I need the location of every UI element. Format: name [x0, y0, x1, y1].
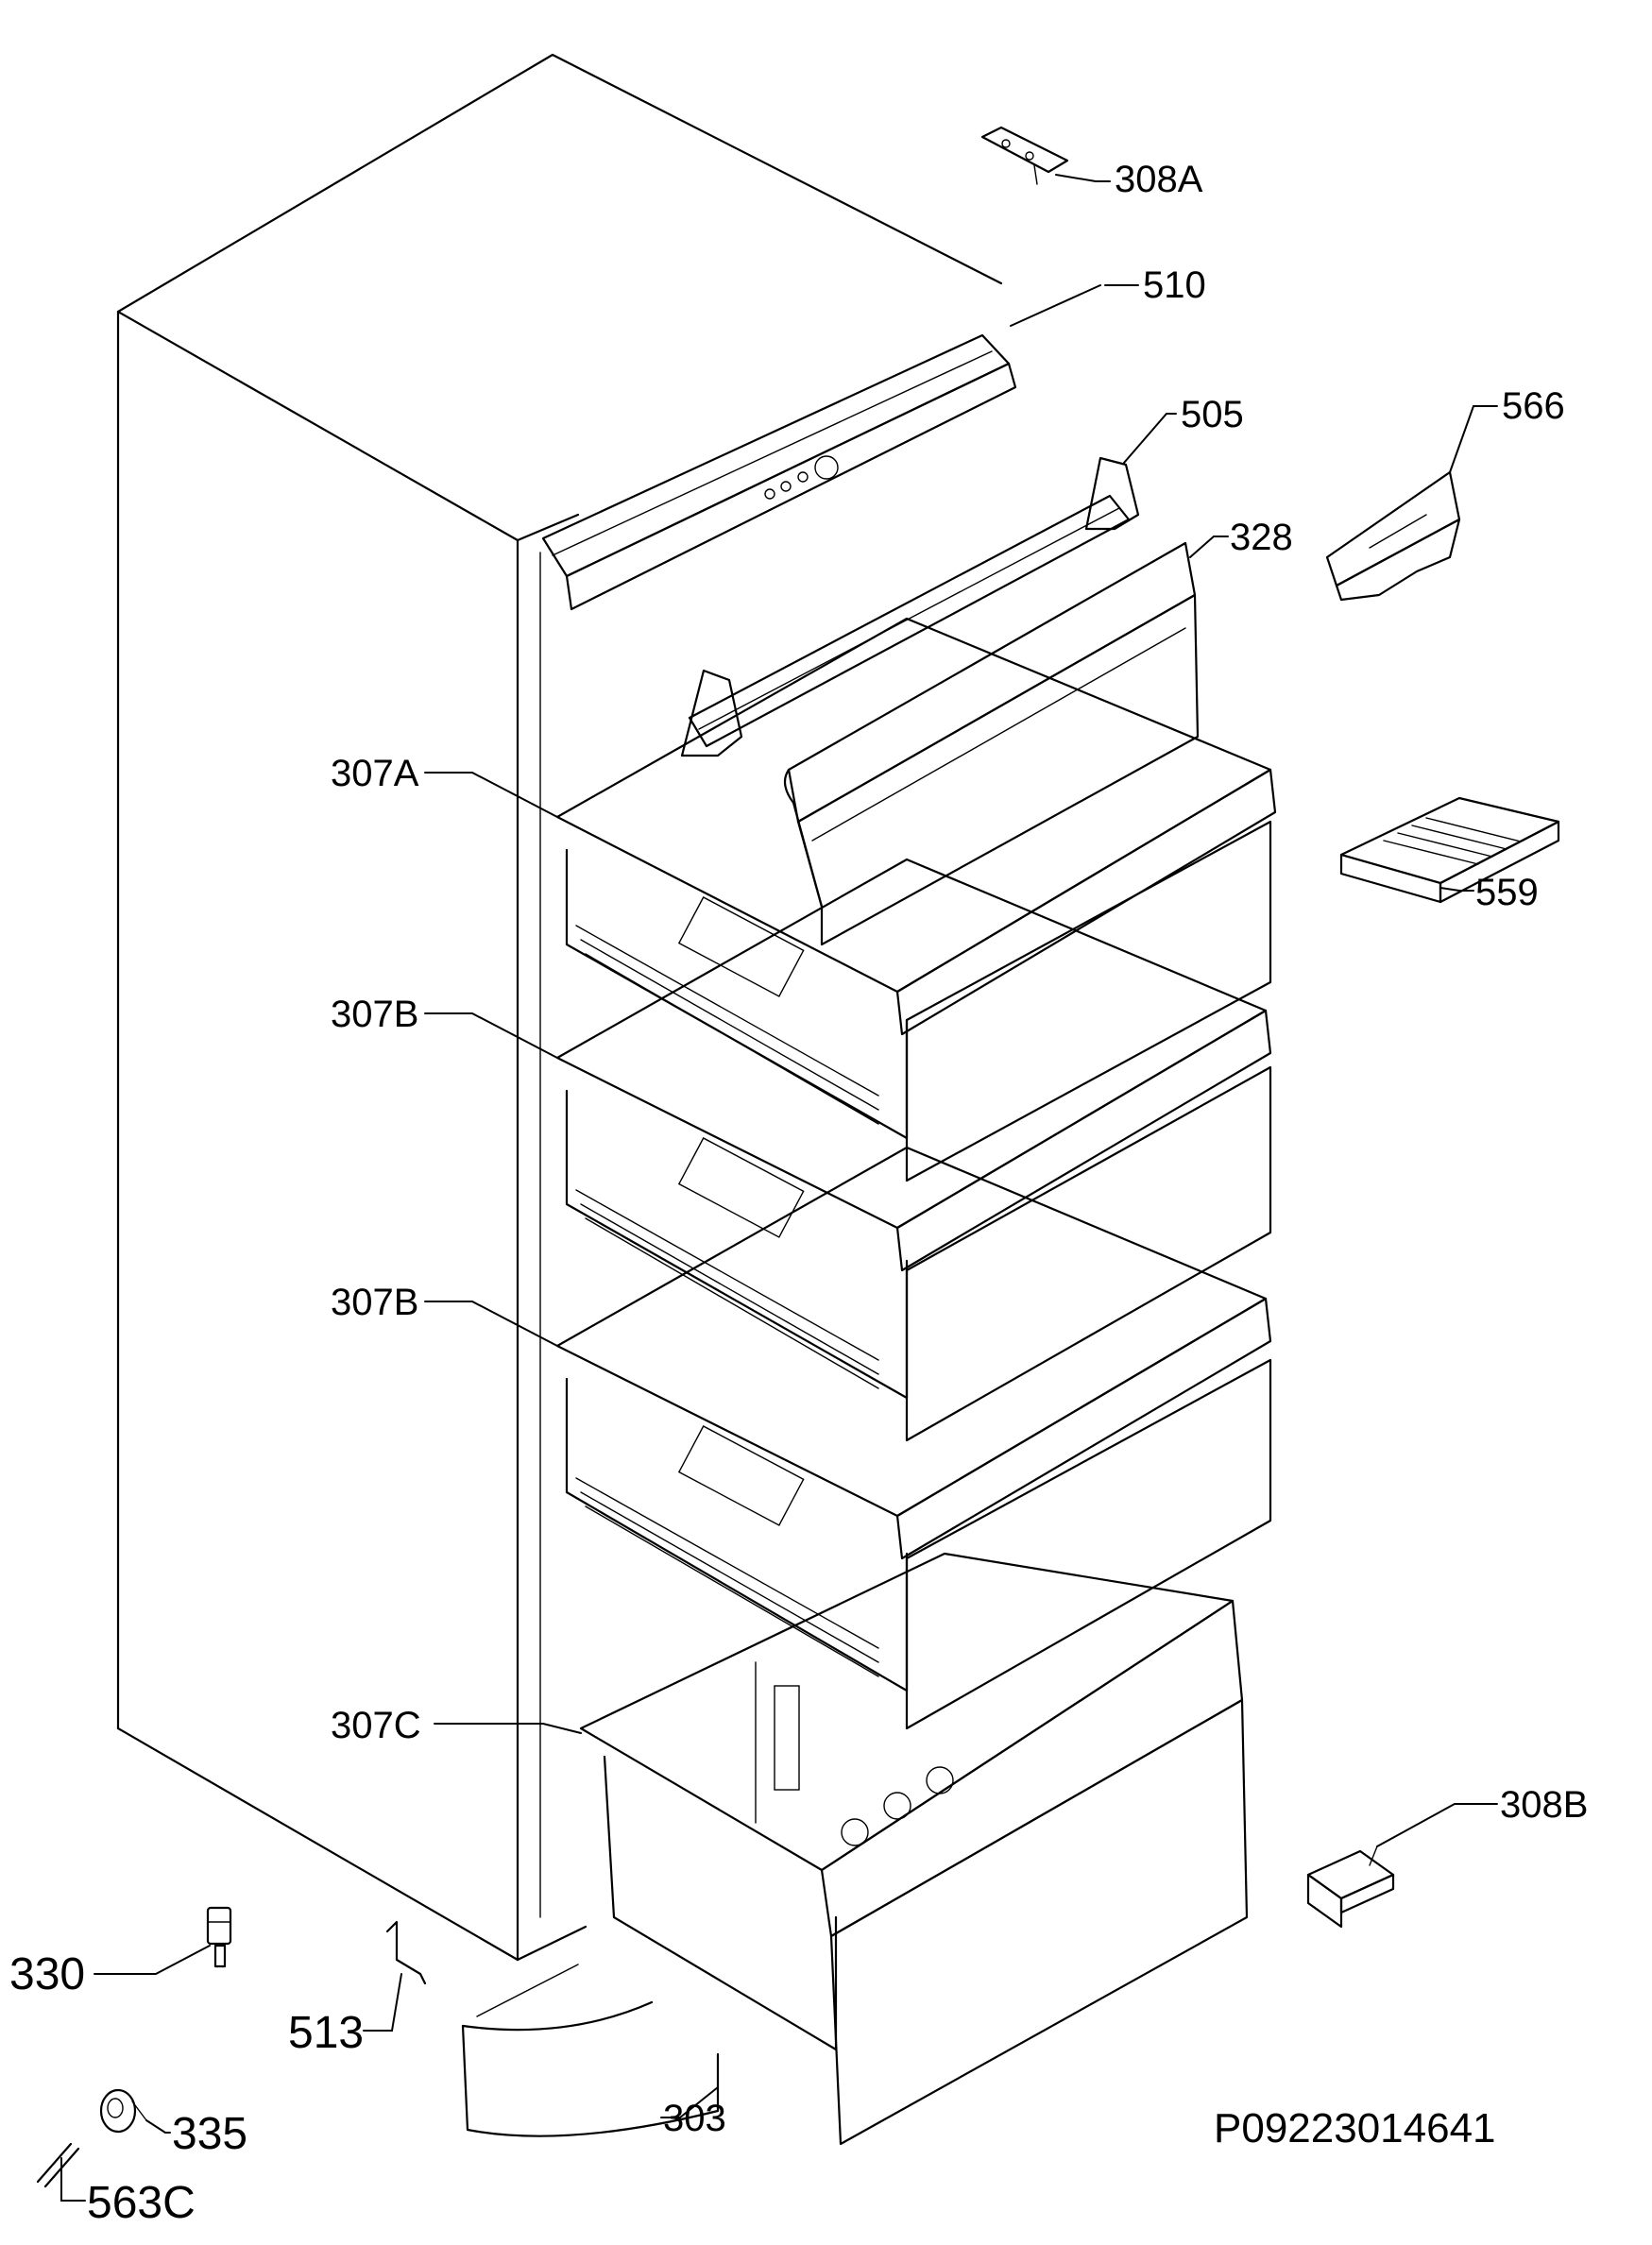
- label-563c: 563C: [87, 2178, 196, 2228]
- drawer-307a: [555, 617, 1277, 1182]
- flap-328: [783, 541, 1200, 946]
- cabinet-body: [116, 53, 1003, 1962]
- label-307a: 307A: [331, 753, 419, 794]
- label-308a: 308A: [1115, 159, 1203, 200]
- leader-lines: [60, 174, 1498, 2202]
- label-566: 566: [1502, 385, 1565, 427]
- part-335: [99, 2088, 147, 2134]
- part-559: [1339, 796, 1560, 904]
- drawing-code: P09223014641: [1214, 2105, 1496, 2151]
- part-563c: [36, 2142, 80, 2188]
- part-566: [1325, 470, 1461, 602]
- label-308b: 308B: [1500, 1784, 1588, 1826]
- part-513: [385, 1920, 427, 1985]
- label-513: 513: [288, 2008, 364, 2058]
- label-328: 328: [1230, 517, 1293, 558]
- top-rail-505: [680, 456, 1140, 757]
- part-labels: 308A 510 505 566 328 307A 559 307B 307B …: [9, 159, 1588, 2228]
- label-559: 559: [1475, 872, 1539, 913]
- label-335: 335: [172, 2109, 247, 2159]
- label-307c: 307C: [331, 1705, 421, 1746]
- label-307b-lower: 307B: [331, 1282, 418, 1323]
- label-307b-upper: 307B: [331, 994, 418, 1035]
- drawer-307b-upper: [555, 858, 1272, 1442]
- label-505: 505: [1181, 394, 1244, 435]
- hinge-308a: [980, 126, 1069, 185]
- foot-330: [206, 1906, 232, 1968]
- drawer-307b-lower: [555, 1146, 1272, 1730]
- hinge-308b: [1306, 1845, 1395, 1929]
- drawer-307c: [579, 1552, 1249, 2146]
- label-510: 510: [1143, 264, 1206, 306]
- label-303: 303: [663, 2098, 726, 2139]
- control-panel-510: [541, 333, 1017, 611]
- label-330: 330: [9, 1949, 85, 1999]
- plinth-303: [461, 1964, 720, 2137]
